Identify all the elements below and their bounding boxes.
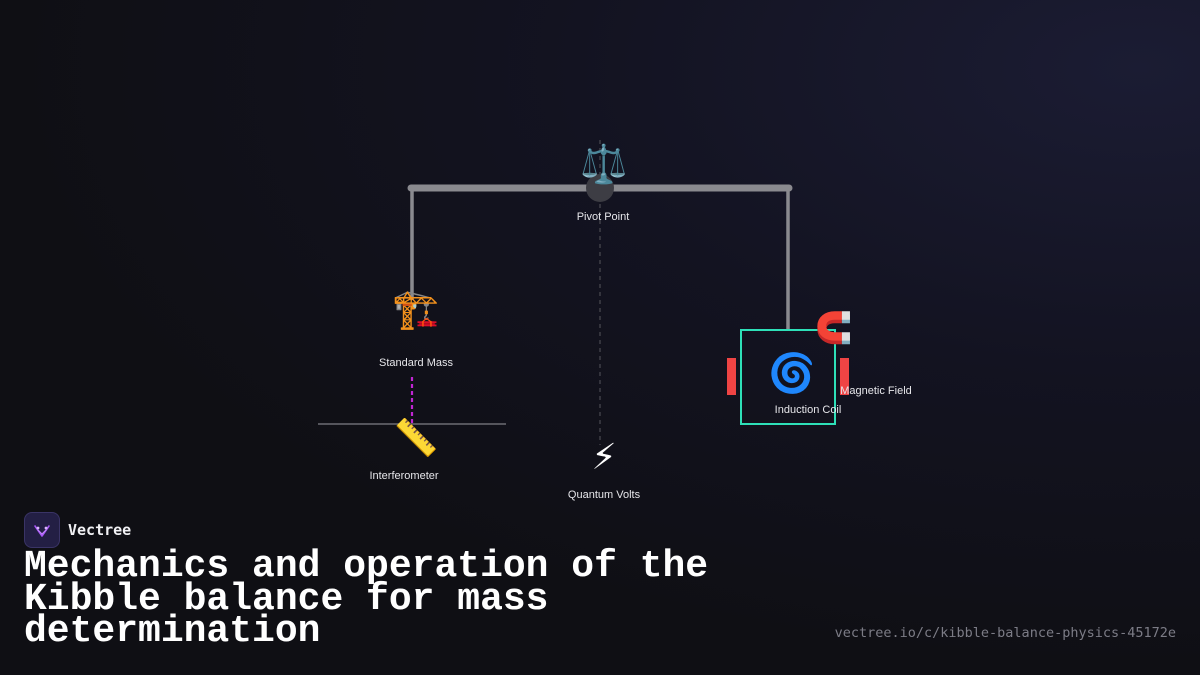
scales-icon: ⚖️ — [580, 142, 628, 186]
cyclone-icon: 🌀 — [768, 351, 816, 395]
vectree-logo-icon — [24, 512, 60, 548]
standard-mass-label: Standard Mass — [379, 357, 453, 369]
lightning-bolt-icon: ⚡ — [591, 437, 617, 478]
quantum-volts-label: Quantum Volts — [567, 489, 641, 501]
pivot-point-label: Pivot Point — [576, 211, 630, 223]
induction-coil-label: Induction Coil — [774, 404, 842, 416]
brand-name: Vectree — [68, 521, 132, 539]
pivot-circle — [586, 174, 614, 202]
ruler-icon: 📏 — [393, 418, 439, 459]
magnet-pole-right — [840, 358, 849, 395]
source-url: vectree.io/c/kibble-balance-physics-4517… — [834, 625, 1176, 641]
magnet-icon: 🧲 — [815, 311, 853, 346]
interferometer-label: Interferometer — [369, 470, 439, 482]
induction-coil-box — [740, 329, 836, 425]
page-title: Mechanics and operation of the Kibble ba… — [24, 545, 709, 653]
brand: Vectree — [24, 512, 131, 548]
construction-crane-icon: 🏗️ — [392, 287, 440, 331]
magnetic-field-label: Magnetic Field — [840, 385, 912, 397]
magnet-pole-left — [727, 358, 736, 395]
